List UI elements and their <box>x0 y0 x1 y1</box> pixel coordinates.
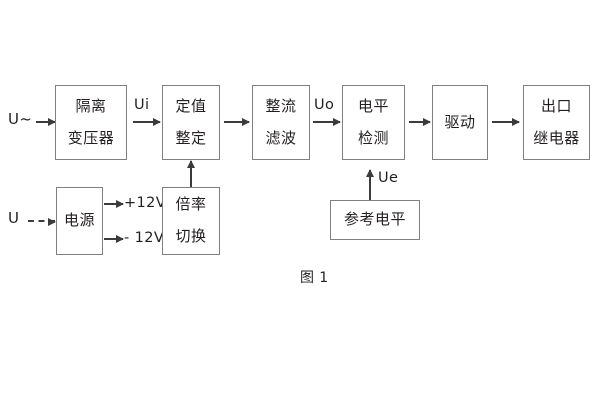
figure-caption: 图 1 <box>300 270 329 286</box>
rail-negative-label: - 12V <box>124 230 165 246</box>
block-rectify-filter: 整流 滤波 <box>252 85 310 160</box>
block-reference-level-line1: 参考电平 <box>343 210 406 229</box>
input-ac-label: U~ <box>8 110 33 128</box>
arrow-isolation-to-setting <box>133 121 160 123</box>
block-isolation-transformer-line1: 隔离 <box>75 96 107 115</box>
block-level-detection-line1: 电平 <box>357 96 389 115</box>
block-power-supply-line1: 电源 <box>63 211 95 230</box>
block-level-detection: 电平 检测 <box>342 85 405 160</box>
block-multiplier-switch-line1: 倍率 <box>175 195 207 214</box>
block-multiplier-switch-line2: 切换 <box>175 227 207 245</box>
block-output-relay: 出口 继电器 <box>523 85 590 160</box>
block-isolation-transformer-line2: 变压器 <box>67 128 115 147</box>
arrow-setting-to-rectify <box>224 121 249 123</box>
arrow-multiplier-switch-to-setting-value <box>190 161 192 187</box>
signal-ue-label: Ue <box>378 170 399 186</box>
input-dc-label: U <box>8 209 20 227</box>
arrow-drive-to-output-relay <box>492 121 519 123</box>
block-output-relay-line1: 出口 <box>540 96 572 115</box>
block-level-detection-line2: 检测 <box>357 128 389 147</box>
block-power-supply: 电源 <box>56 187 103 255</box>
arrow-reference-level-to-level-detection <box>369 170 371 200</box>
arrow-level-detection-to-drive <box>409 121 430 123</box>
signal-uo-label: Uo <box>314 97 335 113</box>
block-setting-value-line2: 整定 <box>175 128 207 147</box>
block-setting-value: 定值 整定 <box>162 85 220 160</box>
arrow-power-supply-positive-rail <box>104 203 123 205</box>
arrow-power-supply-negative-rail <box>104 238 123 240</box>
block-rectify-filter-line1: 整流 <box>265 96 297 115</box>
rail-positive-label: +12V <box>124 195 167 211</box>
arrow-rectify-to-level-detection <box>313 121 340 123</box>
block-reference-level: 参考电平 <box>330 200 420 240</box>
block-output-relay-line2: 继电器 <box>533 128 580 147</box>
signal-ui-label: Ui <box>134 97 150 113</box>
block-multiplier-switch: 倍率 切换 <box>162 187 220 255</box>
block-rectify-filter-line2: 滤波 <box>265 128 297 147</box>
block-drive-line1: 驱动 <box>444 112 476 131</box>
arrow-dc-input-to-power-supply <box>28 220 55 222</box>
arrow-ac-input-to-isolation <box>36 121 55 123</box>
block-isolation-transformer: 隔离 变压器 <box>55 85 127 160</box>
block-setting-value-line1: 定值 <box>175 96 207 115</box>
block-drive: 驱动 <box>432 85 488 160</box>
